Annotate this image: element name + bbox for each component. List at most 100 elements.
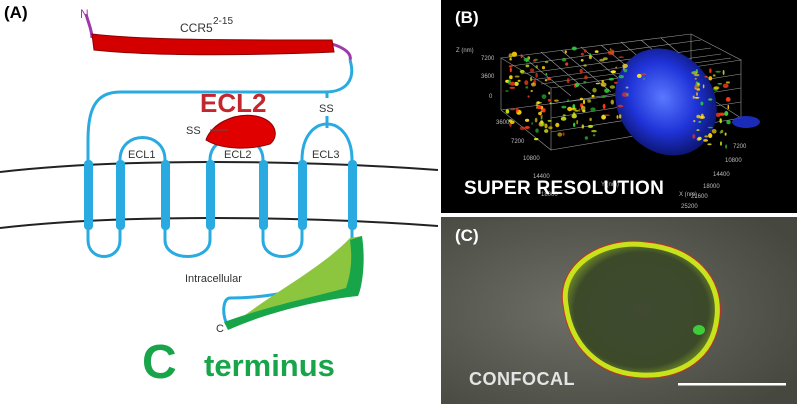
nucleus-blob [615, 48, 717, 156]
speckle [584, 75, 588, 80]
confocal-caption: CONFOCAL [469, 369, 575, 389]
n-terminal-label: N [80, 7, 89, 21]
speckle [693, 119, 696, 123]
speckle [536, 106, 538, 109]
speckle [615, 66, 618, 69]
speckle [508, 65, 513, 68]
speckle [555, 122, 560, 128]
speckle [618, 56, 624, 58]
speckle [509, 86, 516, 89]
speckle [539, 114, 544, 117]
axis-tick: 0 [489, 94, 493, 100]
speckle [696, 92, 698, 96]
speckle [579, 97, 584, 101]
disulfide-right-label: SS [319, 103, 334, 115]
speckle [709, 68, 712, 73]
loop-label-ecl1: ECL1 [128, 149, 156, 161]
speckle [587, 99, 592, 103]
speckle [557, 132, 563, 137]
speckle [571, 113, 577, 119]
speckle [696, 88, 701, 91]
axis-name-y: Y (nm) [601, 182, 619, 188]
speckle [523, 57, 530, 62]
loop-label-ecl3: ECL3 [312, 149, 340, 161]
speckle [525, 64, 530, 68]
membrane-inner-line [0, 217, 438, 229]
speckle [618, 75, 624, 79]
speckle [541, 108, 546, 113]
speckle [571, 46, 577, 51]
speckle [560, 116, 567, 121]
speckle [567, 99, 570, 102]
speckle [547, 98, 551, 102]
speckle [583, 49, 587, 53]
speckle [708, 76, 713, 81]
axis-tick: 18000 [703, 184, 720, 190]
speckle [692, 95, 695, 99]
speckle [525, 118, 530, 122]
n-peptide-to-chain-linker [331, 42, 352, 61]
speckle [564, 50, 567, 54]
c-terminus-big-c: C [142, 336, 177, 389]
speckle [587, 124, 594, 128]
speckle [592, 134, 596, 137]
speckle [694, 96, 700, 99]
speckle [588, 55, 592, 60]
speckle [715, 70, 721, 73]
speckle [562, 132, 565, 136]
speckle [609, 48, 612, 51]
speckle [549, 102, 552, 105]
small-blue-blob [732, 116, 760, 128]
axis-tick: 14400 [713, 172, 730, 178]
c-terminus-dark-ribbon [224, 236, 364, 330]
speckle [535, 72, 538, 78]
speckle [622, 92, 628, 97]
speckle [642, 78, 646, 80]
speckle [527, 95, 530, 98]
cell-membrane-yellow-green [562, 241, 720, 378]
speckle [694, 73, 700, 77]
axis-name-z: Z (nm) [456, 48, 474, 54]
speckle [573, 122, 576, 128]
speckle [535, 101, 539, 107]
speckle [712, 74, 716, 77]
speckle [579, 68, 583, 74]
speckle [604, 114, 610, 116]
speckle [614, 81, 618, 84]
speckle [602, 103, 606, 109]
speckle [591, 94, 595, 98]
speckle [547, 119, 552, 122]
speckle [719, 118, 722, 124]
speckle [509, 81, 516, 86]
speckle [696, 137, 701, 141]
panel-c-letter: (C) [455, 226, 479, 245]
speckle [535, 65, 538, 69]
speckle [582, 99, 586, 105]
speckle [702, 84, 705, 89]
speckle [607, 50, 614, 55]
speckle [535, 128, 539, 133]
speckle [594, 50, 599, 53]
terminus-word: terminus [204, 348, 335, 383]
speckle [537, 105, 542, 110]
speckle [595, 82, 600, 85]
speckle [574, 110, 579, 112]
speckle [610, 99, 614, 105]
speckle [724, 111, 729, 116]
speckle [697, 83, 700, 86]
speckle [726, 120, 731, 125]
speckle [696, 114, 701, 119]
speckle [616, 115, 619, 119]
axis-tick: 10800 [523, 156, 540, 162]
speckle [704, 135, 709, 138]
ecl2-red-lump [205, 114, 276, 149]
speckle [625, 86, 629, 89]
loop-label-ecl2: ECL2 [224, 149, 252, 161]
speckle [519, 126, 525, 131]
speckle [580, 59, 584, 62]
transmembrane-helices [84, 160, 357, 230]
speckle [547, 77, 551, 81]
super-resolution-caption: SUPER RESOLUTION [464, 178, 665, 199]
speckle [541, 66, 546, 70]
speckle [722, 83, 729, 89]
